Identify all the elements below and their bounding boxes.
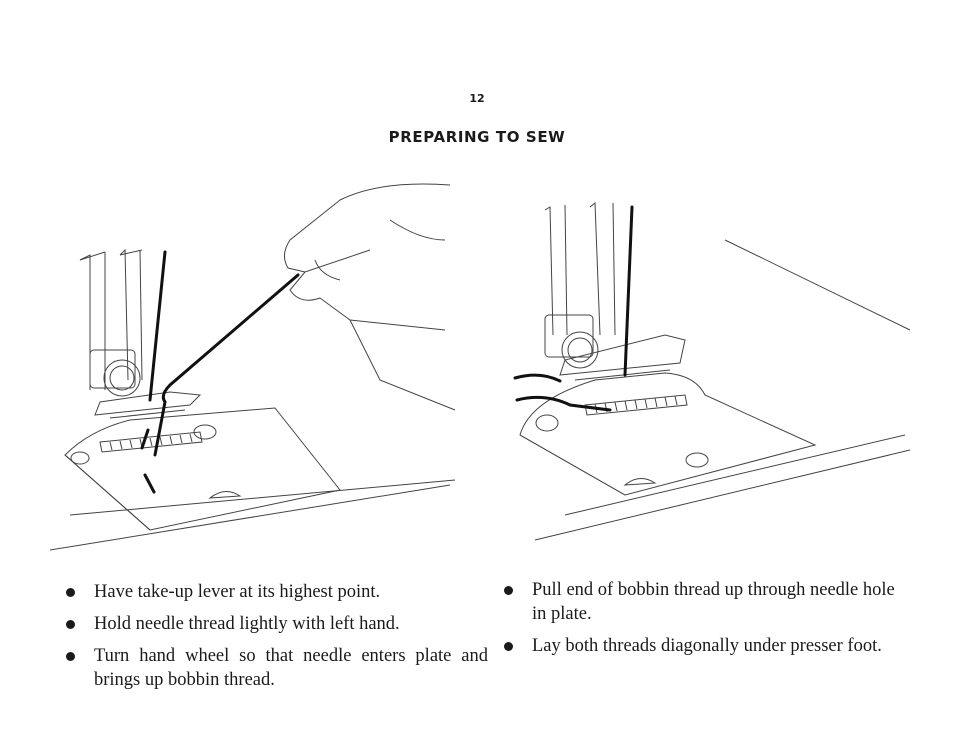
instruction-text: Hold needle thread lightly with left han… bbox=[94, 614, 400, 634]
page-heading: PREPARING TO SEW bbox=[388, 128, 566, 146]
instruction-text: Pull end of bobbin thread up through nee… bbox=[532, 580, 895, 624]
sewing-machine-presser-foot-threads-icon bbox=[513, 201, 911, 541]
instruction-list-left: Have take-up lever at its highest point.… bbox=[58, 580, 488, 700]
instruction-item: Have take-up lever at its highest point. bbox=[58, 580, 488, 604]
instruction-item: Turn hand wheel so that needle enters pl… bbox=[58, 644, 488, 692]
instruction-item: Hold needle thread lightly with left han… bbox=[58, 612, 488, 636]
instruction-text: Lay both threads diagonally under presse… bbox=[532, 636, 882, 656]
instruction-item: Pull end of bobbin thread up through nee… bbox=[496, 578, 896, 626]
instruction-list-right: Pull end of bobbin thread up through nee… bbox=[496, 578, 896, 666]
sewing-machine-needle-with-hand-icon bbox=[50, 183, 456, 551]
instruction-item: Lay both threads diagonally under presse… bbox=[496, 634, 896, 658]
instruction-text: Turn hand wheel so that needle enters pl… bbox=[94, 646, 488, 690]
instruction-text: Have take-up lever at its highest point. bbox=[94, 582, 381, 602]
page-number: 12 bbox=[469, 92, 485, 105]
